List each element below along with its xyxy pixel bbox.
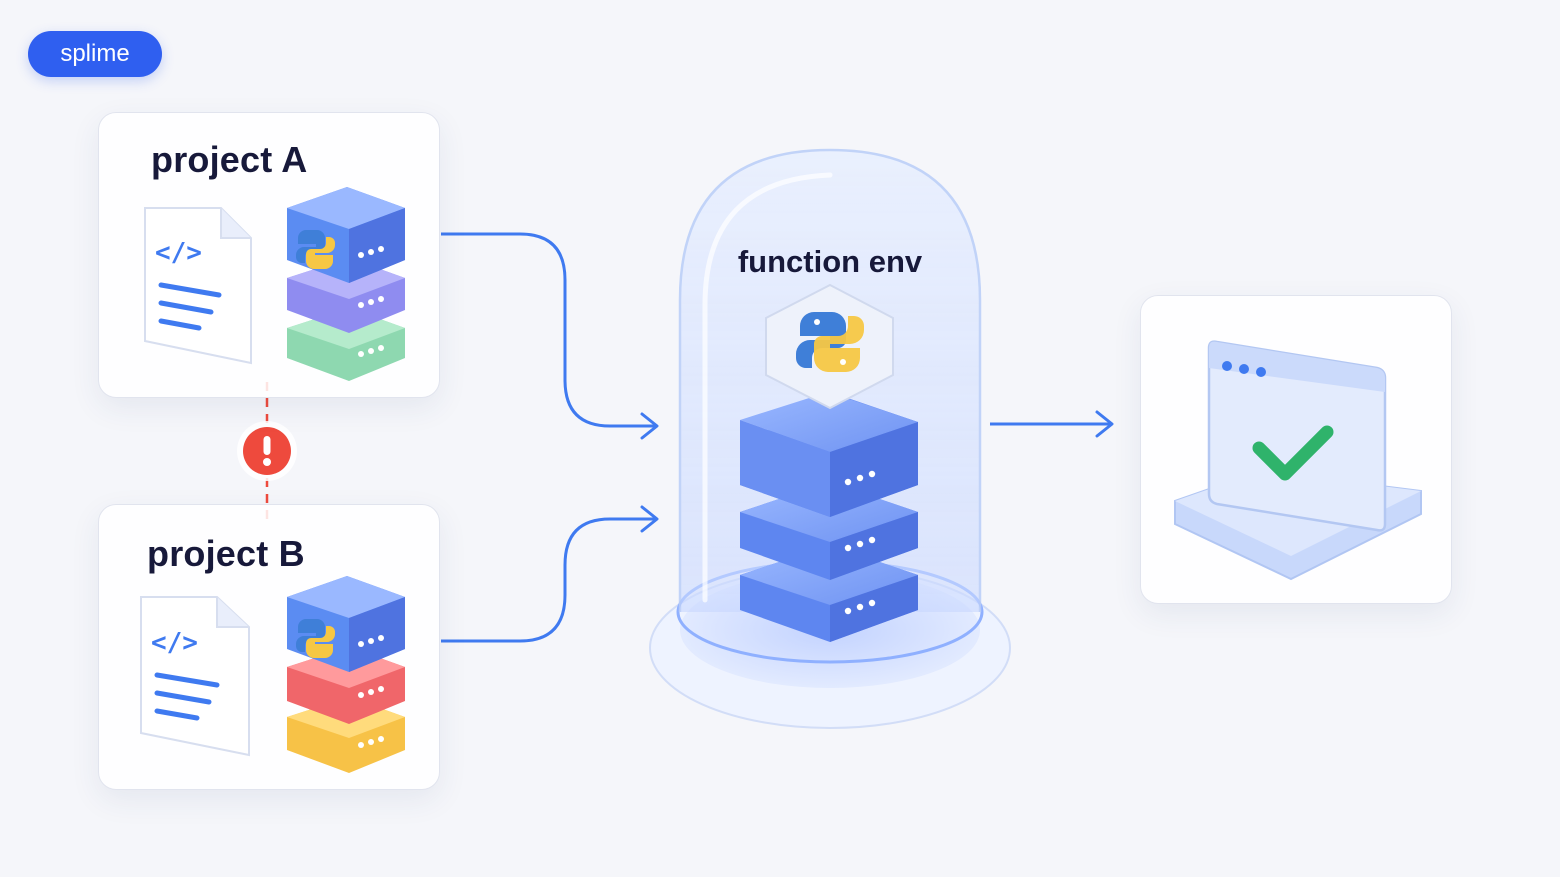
exclamation-icon — [237, 421, 297, 481]
env-layer-1 — [740, 392, 918, 517]
code-file-icon: </> — [140, 596, 250, 757]
env-label: function env — [737, 244, 923, 279]
code-file-icon: </> — [144, 207, 252, 365]
project-b-card: project B </> — [98, 504, 440, 790]
dependency-stack-a — [287, 187, 405, 381]
svg-text:</>: </> — [155, 238, 202, 268]
dependency-stack-b — [287, 576, 405, 773]
project-b-title: project B — [147, 533, 305, 574]
project-a-title: project A — [151, 139, 308, 180]
python-logo-icon — [296, 619, 335, 658]
connector-b-to-env — [441, 505, 659, 643]
connector-env-to-output — [990, 410, 1114, 438]
env-stack — [740, 392, 918, 642]
output-card — [1140, 295, 1452, 604]
project-a-card: project A </> — [98, 112, 440, 398]
project-a-illustration: </> — [144, 187, 405, 381]
browser-window-check-icon — [1174, 340, 1422, 581]
python-logo-icon — [765, 283, 894, 410]
python-logo-icon — [296, 230, 335, 269]
project-b-illustration: </> — [140, 576, 405, 773]
stack-layer-blue — [287, 576, 405, 672]
stack-layer-blue — [287, 187, 405, 283]
brand-label: splime — [60, 40, 130, 67]
connector-a-to-env — [441, 232, 659, 440]
brand-badge: splime — [28, 31, 162, 77]
svg-text:</>: </> — [151, 628, 198, 658]
